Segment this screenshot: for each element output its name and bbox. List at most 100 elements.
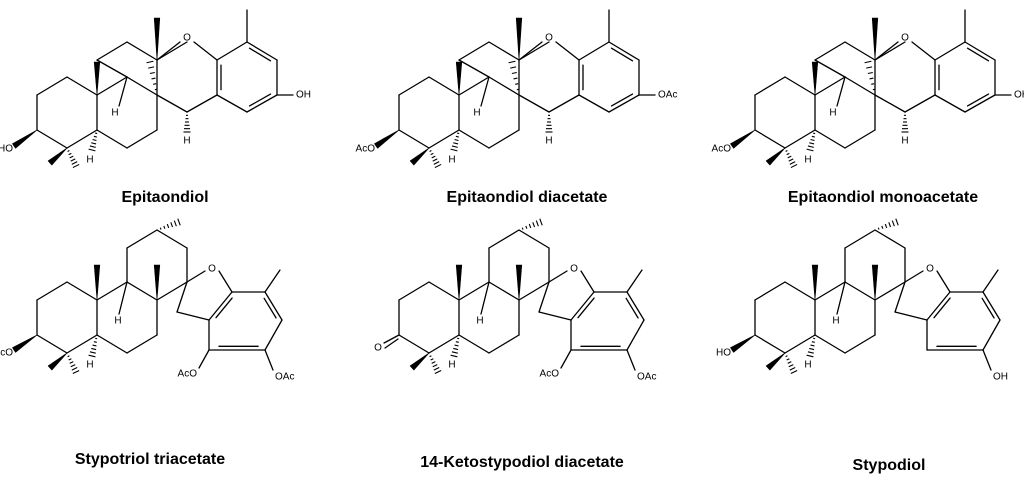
hash-bond xyxy=(89,351,96,354)
hash-bond xyxy=(153,83,157,85)
bond-line xyxy=(458,129,490,149)
wedge-bond xyxy=(153,17,161,61)
hash-bond xyxy=(433,161,440,165)
double-bond-line xyxy=(933,297,951,319)
hash-bond xyxy=(149,71,155,75)
hash-bond xyxy=(810,344,815,347)
hash-bond xyxy=(92,344,97,347)
substituent-label: O xyxy=(374,343,382,354)
bond-line xyxy=(198,349,210,369)
bond-line xyxy=(126,41,158,61)
bond-line xyxy=(518,41,550,61)
hash-bond xyxy=(786,358,790,361)
bond-line xyxy=(488,76,520,96)
bond-line xyxy=(264,269,281,293)
bond-line xyxy=(560,349,572,369)
hydrogen-label: H xyxy=(545,136,552,147)
caption-epitaondiol: Epitaondiol xyxy=(121,189,209,206)
wedge-bond xyxy=(515,17,523,61)
substituent-label: AcO xyxy=(178,369,198,380)
wedge-bond xyxy=(730,334,756,353)
bond-line xyxy=(264,291,283,321)
hash-bond xyxy=(455,135,459,138)
bond-line xyxy=(36,334,68,354)
bond-line xyxy=(964,41,996,61)
hash-bond xyxy=(510,66,517,69)
hash-bond xyxy=(430,358,434,361)
hash-bond xyxy=(787,155,792,159)
bond-line xyxy=(934,41,966,61)
bond-line xyxy=(428,281,460,301)
bond-line xyxy=(488,129,520,149)
double-bond-line xyxy=(248,47,272,62)
double-bond-line xyxy=(610,47,634,62)
bond-line xyxy=(548,270,568,283)
bond-line xyxy=(480,281,490,315)
wedge-bond xyxy=(47,147,68,166)
bond-line xyxy=(118,281,128,315)
hash-bond xyxy=(450,354,458,358)
hash-bond xyxy=(864,60,872,64)
bond-line xyxy=(488,229,520,249)
hash-bond xyxy=(72,370,80,374)
bond-line xyxy=(926,291,951,321)
wedge-bond xyxy=(374,129,400,149)
bond-line xyxy=(66,281,98,301)
bond-line xyxy=(428,76,460,96)
bond-line xyxy=(156,281,188,301)
bond-line xyxy=(814,41,846,61)
double-bond-line xyxy=(263,297,277,319)
bond-line xyxy=(874,281,906,301)
hash-bond xyxy=(68,358,72,361)
hash-bond xyxy=(528,223,532,229)
hash-bond xyxy=(151,77,156,80)
hash-bond xyxy=(433,367,440,371)
bond-line xyxy=(814,59,846,78)
substituent-label: OAc xyxy=(637,372,656,383)
substituent-label: AcO xyxy=(540,369,560,380)
bond-line xyxy=(66,129,98,149)
hash-bond xyxy=(511,71,517,75)
wedge-bond xyxy=(765,352,786,371)
bond-line xyxy=(844,76,876,96)
bond-line xyxy=(126,229,158,249)
bond-line xyxy=(754,334,786,354)
bond-line xyxy=(156,41,188,61)
bond-line xyxy=(458,76,490,96)
bond-line xyxy=(428,334,460,354)
bond-line xyxy=(608,41,640,61)
bond-line xyxy=(936,270,951,293)
hash-bond xyxy=(68,152,72,156)
caption-epitaondiol-diacetate: Epitaondiol diacetate xyxy=(446,189,608,206)
double-bond-line xyxy=(625,297,639,319)
bond-line xyxy=(218,270,233,293)
hydrogen-label: H xyxy=(473,108,480,119)
bond-line xyxy=(518,281,550,301)
hash-bond xyxy=(881,225,884,229)
substituent-label: HO xyxy=(0,144,13,155)
bond-line xyxy=(844,41,876,61)
ring-oxygen-label: O xyxy=(183,33,191,44)
wedge-bond xyxy=(871,17,879,61)
hash-bond xyxy=(69,155,74,159)
hash-bond xyxy=(71,161,78,165)
hash-bond xyxy=(434,370,442,374)
bond-line xyxy=(836,76,846,107)
bond-line xyxy=(580,270,595,293)
bond-line xyxy=(518,94,550,113)
bond-line xyxy=(96,129,128,149)
hash-bond xyxy=(455,341,459,343)
bond-line xyxy=(36,76,68,96)
bond-line xyxy=(964,94,996,113)
hash-bond xyxy=(532,222,536,228)
hydrogen-label: H xyxy=(448,360,455,371)
hash-bond xyxy=(810,138,815,142)
hash-bond xyxy=(71,367,78,371)
hash-bond xyxy=(72,163,80,169)
hash-bond xyxy=(453,347,459,351)
bond-line xyxy=(814,281,846,301)
bond-line xyxy=(458,281,490,301)
hash-bond xyxy=(429,355,432,358)
bond-line xyxy=(96,76,128,96)
